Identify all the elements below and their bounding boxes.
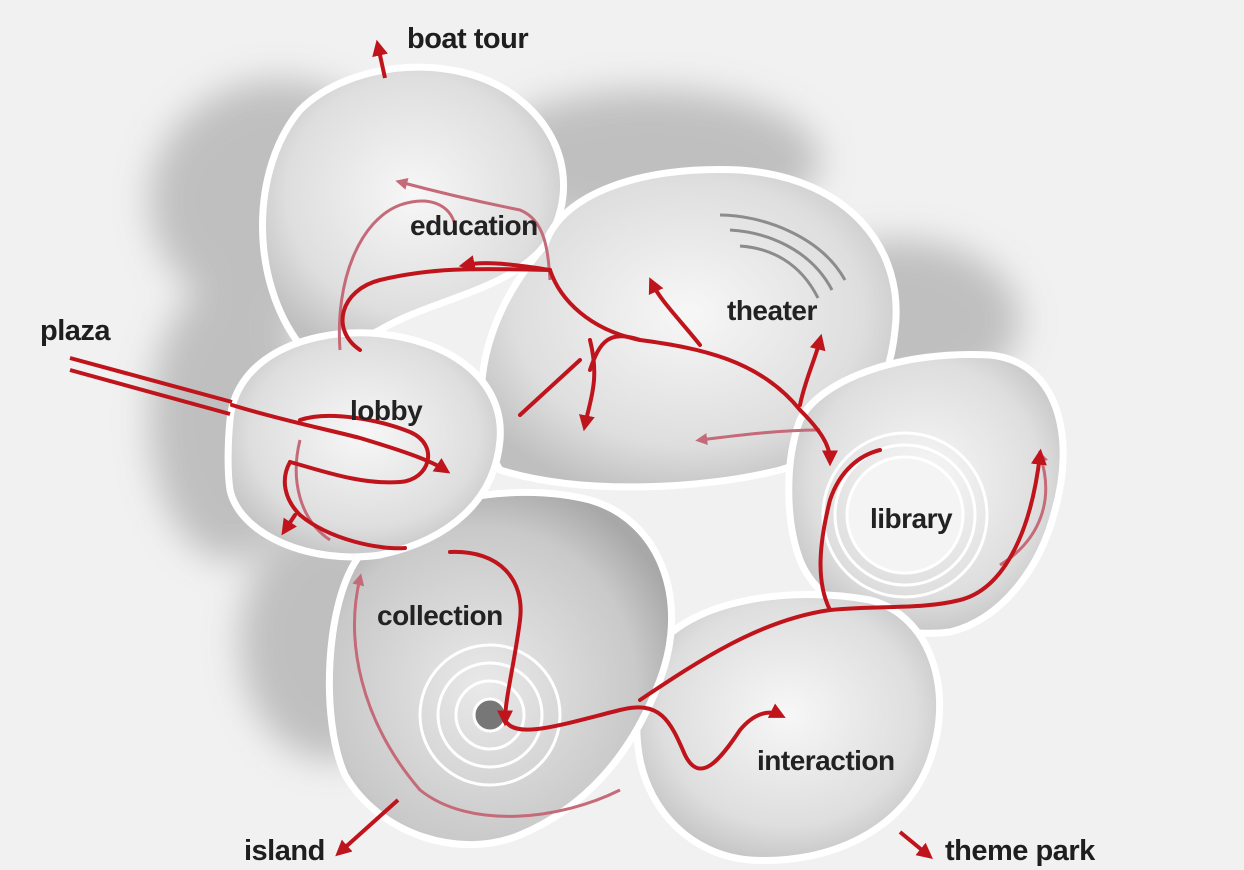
- label-interaction: interaction: [757, 745, 895, 776]
- exit-arrows: [69, 39, 933, 860]
- label-theater: theater: [727, 295, 817, 326]
- interaction-volume: [633, 590, 944, 864]
- label-lobby: lobby: [350, 395, 423, 426]
- library-rings: [821, 431, 989, 599]
- secondary-circulation: [294, 178, 1048, 818]
- collection-volume: [325, 488, 676, 849]
- lobby-volume: [224, 329, 504, 561]
- island-arrow: [335, 798, 400, 857]
- plaza-path-line-2: [69, 368, 231, 416]
- labels: boat tour plaza education theater lobby …: [40, 23, 1097, 867]
- building-plan: [224, 63, 1067, 864]
- label-plaza: plaza: [40, 315, 111, 347]
- education-volume: [259, 63, 567, 355]
- label-theme-park: theme park: [945, 835, 1096, 867]
- boat-tour-arrow: [372, 39, 388, 79]
- label-library: library: [870, 503, 953, 534]
- theater-seating: [719, 213, 847, 299]
- label-boat-tour: boat tour: [407, 23, 528, 55]
- label-education: education: [410, 210, 538, 241]
- plaza-path-line-1: [69, 356, 233, 404]
- theme-park-arrow: [898, 830, 933, 860]
- label-collection: collection: [377, 600, 503, 631]
- label-island: island: [244, 835, 325, 867]
- main-circulation: [230, 255, 1047, 771]
